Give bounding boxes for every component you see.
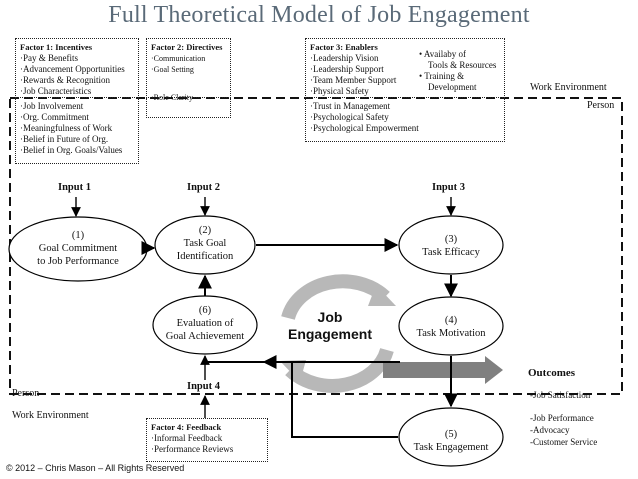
outcome-satisfaction: -Job Satisfaction: [530, 390, 591, 400]
input-1-label: Input 1: [58, 182, 91, 193]
input-4-label: Input 4: [187, 381, 220, 392]
input-3-label: Input 3: [432, 182, 465, 193]
node-4-text: (4) Task Motivation: [399, 314, 503, 340]
node-2-line1: Task Goal: [183, 238, 227, 249]
factor3-right-item: Tools & Resources: [428, 60, 497, 70]
node-1-line1: Goal Commitment: [38, 243, 118, 254]
center-line2: Engagement: [287, 326, 372, 342]
factor2-box: Factor 2: Directives ·Communication ·Goa…: [146, 38, 231, 98]
outcome-item: -Customer Service: [530, 437, 598, 447]
factor4-box: Factor 4: Feedback ·Informal Feedback ·P…: [146, 418, 268, 462]
node-1-number: (1): [71, 230, 85, 241]
factor3-person-box: ·Trust in Management ·Psychological Safe…: [305, 98, 505, 142]
factor3-item: ·Leadership Vision: [310, 53, 379, 63]
outcome-arrow: [383, 356, 503, 384]
factor1-box: Factor 1: Incentives ·Pay & Benefits ·Ad…: [15, 38, 139, 98]
person-top-label: Person: [587, 100, 615, 111]
factor3-item: ·Physical Safety: [310, 86, 369, 96]
node-2-number: (2): [198, 225, 212, 236]
factor3-item: ·Team Member Support: [310, 75, 397, 85]
node-3-number: (3): [444, 234, 458, 245]
factor2-person-box: ·Role Clarity: [146, 93, 231, 118]
factor2-item: ·Communication: [151, 54, 206, 63]
node-5-number: (5): [444, 429, 458, 440]
factor2-item: ·Goal Setting: [151, 65, 194, 74]
node-3-ellipse: [398, 215, 504, 275]
factor1-person-item: ·Job Involvement: [20, 101, 84, 111]
outcome-item: -Job Performance: [530, 413, 594, 423]
factor2-person-item: ·Role Clarity: [151, 93, 193, 102]
diagram-title: Full Theoretical Model of Job Engagement: [108, 2, 530, 28]
factor3-person-item: ·Psychological Safety: [310, 112, 389, 122]
node-6-text: (6) Evaluation of Goal Achievement: [153, 304, 257, 343]
node-1-text: (1) Goal Commitment to Job Performance: [12, 229, 144, 268]
factor3-header: Factor 3: Enablers: [310, 42, 378, 52]
node-6-line1: Evaluation of: [176, 318, 234, 329]
node-2-text: (2) Task Goal Identification: [155, 224, 255, 263]
factor4-header: Factor 4: Feedback: [151, 422, 222, 432]
factor1-item: ·Advancement Opportunities: [20, 64, 125, 74]
factor3-item: ·Leadership Support: [310, 64, 384, 74]
factor3-person-item: ·Trust in Management: [310, 101, 391, 111]
factor3-person-item: ·Psychological Empowerment: [310, 123, 419, 133]
factor3-right-item: • Training &: [419, 71, 465, 81]
work-environment-top-label: Work Environment: [530, 82, 607, 93]
node-4-number: (4): [444, 315, 458, 326]
factor3-right-items: • Availaby of Tools & Resources • Traini…: [419, 49, 496, 93]
factor1-person-box: ·Job Involvement ·Org. Commitment ·Meani…: [15, 98, 139, 164]
node-2-line2: Identification: [176, 251, 234, 262]
node-6-number: (6): [198, 305, 212, 316]
input-2-label: Input 2: [187, 182, 220, 193]
factor1-person-item: ·Meaningfulness of Work: [20, 123, 113, 133]
factor1-person-item: ·Org. Commitment: [20, 112, 89, 122]
factor4-item: ·Informal Feedback: [151, 433, 223, 443]
center-line1: Job: [317, 309, 343, 325]
factor2-header: Factor 2: Directives: [151, 42, 223, 52]
outcomes-label: Outcomes: [528, 367, 576, 379]
copyright-notice: © 2012 – Chris Mason – All Rights Reserv…: [6, 463, 185, 473]
outcome-list: -Job Performance -Advocacy -Customer Ser…: [530, 412, 597, 448]
factor1-item: ·Rewards & Recognition: [20, 75, 110, 85]
factor1-person-item: ·Belief in Future of Org.: [20, 134, 109, 144]
node-5-line1: Task Engagement: [413, 442, 489, 453]
node-5-text: (5) Task Engagement: [399, 428, 503, 454]
node-3-line1: Task Efficacy: [422, 247, 480, 258]
factor1-person-item: ·Belief in Org. Goals/Values: [20, 145, 123, 155]
node-1-line2: to Job Performance: [37, 256, 119, 267]
person-bottom-label: Person: [12, 388, 40, 399]
factor3-right-item: • Availaby of: [419, 49, 466, 59]
factor3-right-item: Development: [428, 82, 477, 92]
work-environment-bottom-label: Work Environment: [12, 410, 89, 421]
node-5-ellipse: [398, 407, 504, 467]
outcome-item: -Advocacy: [530, 425, 570, 435]
factor1-item: ·Job Characteristics: [20, 86, 92, 96]
node-6-line2: Goal Achievement: [165, 331, 245, 342]
factor3-box: Factor 3: Enablers ·Leadership Vision ·L…: [305, 38, 505, 98]
job-engagement-center-label: Job Engagement: [280, 309, 380, 343]
factor1-item: ·Pay & Benefits: [20, 53, 78, 63]
node-3-text: (3) Task Efficacy: [399, 233, 503, 259]
factor4-item: ·Performance Reviews: [151, 444, 234, 454]
node-4-line1: Task Motivation: [416, 328, 486, 339]
factor1-header: Factor 1: Incentives: [20, 42, 93, 52]
